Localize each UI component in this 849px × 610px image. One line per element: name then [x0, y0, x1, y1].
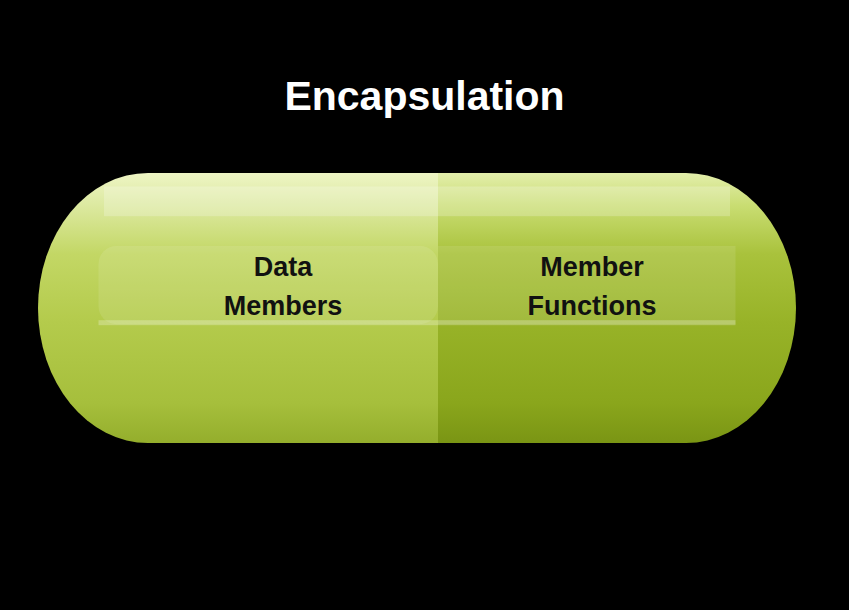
diagram-title: Encapsulation: [0, 72, 849, 121]
capsule-highlight: [438, 187, 730, 217]
capsule-body: [438, 173, 796, 443]
node-label: Member Functions: [507, 248, 677, 326]
capsule-body: [38, 173, 438, 443]
capsule-highlight: [104, 187, 438, 217]
capsule-right-half: Member Functions: [438, 173, 796, 443]
node-label: Data Members: [203, 248, 363, 326]
capsule-left-half: Data Members: [38, 173, 438, 443]
